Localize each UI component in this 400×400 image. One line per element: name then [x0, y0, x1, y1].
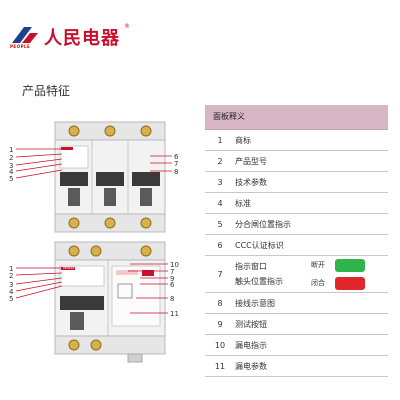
- callout-b1: 1: [9, 265, 13, 273]
- row-text: CCC认证标识: [235, 240, 284, 250]
- section-title: 产品特征: [22, 84, 71, 98]
- callout-4: 4: [9, 168, 14, 176]
- table-header: 面板释义: [205, 105, 388, 130]
- registered-mark: ®: [124, 23, 130, 30]
- row-text: 漏电参数: [235, 361, 267, 371]
- row-num: 6: [217, 240, 223, 250]
- row-text: 接线示意图: [235, 298, 275, 308]
- row-text: 漏电指示: [235, 340, 267, 350]
- device-brand: PEOPLE: [63, 266, 75, 270]
- callout-b11: 11: [170, 310, 179, 318]
- breaker-illustration: 1 2 3 4 5 6 7 8 PEOPLE: [9, 121, 179, 363]
- bottom-breaker: PEOPLE: [54, 241, 166, 363]
- table-row: 1 商标: [205, 130, 388, 151]
- row-text: 技术参数: [235, 177, 267, 187]
- table-row: 8 接线示意图: [205, 293, 388, 314]
- row-text: 标准: [235, 198, 251, 208]
- on-label: 闭合: [311, 279, 325, 287]
- callout-b2: 2: [9, 272, 13, 280]
- callout-7: 7: [174, 160, 178, 168]
- panel-legend-table: 面板释义 1 商标 2 产品型号 3 技术参数 4 标准 5 分合闸位置指示 6 CCC认证…: [205, 105, 388, 377]
- callout-b9: 9: [170, 275, 174, 283]
- callout-2: 2: [9, 154, 13, 162]
- row-text-window: 指示窗口: [235, 262, 267, 271]
- row-num: 1: [217, 135, 223, 145]
- callout-b8: 8: [170, 295, 174, 303]
- table-row: 11 漏电参数: [205, 356, 388, 377]
- row-num: 2: [217, 156, 223, 166]
- table-row: 9 测试按钮: [205, 314, 388, 335]
- row-num: 5: [217, 219, 223, 229]
- row-text: 产品型号: [235, 156, 267, 166]
- table-row: 2 产品型号: [205, 151, 388, 172]
- on-indicator-swatch: [335, 276, 365, 290]
- row-text-contact: 触头位置指示: [235, 277, 283, 286]
- brand-name: 人民电器: [44, 28, 120, 49]
- callout-8: 8: [174, 168, 178, 176]
- callout-5: 5: [9, 175, 13, 183]
- callout-b5: 5: [9, 295, 13, 303]
- row-num: 4: [217, 198, 223, 208]
- row-num: 11: [214, 361, 226, 371]
- row-num: 9: [217, 319, 223, 329]
- brand-en: PEOPLE: [10, 44, 31, 49]
- table-row: 10 漏电指示: [205, 335, 388, 356]
- brand-logo-icon: [12, 27, 38, 43]
- callout-b4: 4: [9, 288, 14, 296]
- row-num: 7: [217, 269, 223, 279]
- table-row: 5 分合闸位置指示: [205, 214, 388, 235]
- callout-3: 3: [9, 162, 13, 170]
- top-breaker: [54, 121, 166, 233]
- callout-b6: 6: [170, 281, 175, 289]
- row-num: 8: [217, 298, 223, 308]
- row-text: 商标: [235, 135, 251, 145]
- row-text: 分合闸位置指示: [235, 219, 291, 229]
- off-indicator-swatch: [335, 258, 365, 272]
- callout-1: 1: [9, 146, 13, 154]
- callout-b7: 7: [170, 268, 174, 276]
- off-label: 断开: [311, 261, 325, 269]
- table-row: 3 技术参数: [205, 172, 388, 193]
- breaker-diagram: 1 2 3 4 5 6 7 8 PEOPLE: [0, 118, 200, 398]
- row-num: 3: [217, 177, 223, 187]
- callout-6: 6: [174, 153, 179, 161]
- callout-b10: 10: [170, 261, 179, 269]
- table-row: 6 CCC认证标识: [205, 235, 388, 256]
- table-row: 4 标准: [205, 193, 388, 214]
- row-num: 10: [214, 340, 226, 350]
- row-text: 测试按钮: [235, 319, 267, 329]
- table-row-indicator: 7 指示窗口 触头位置指示 断开 闭合: [205, 256, 388, 293]
- callout-b3: 3: [9, 281, 13, 289]
- page-header: PEOPLE 人民电器 ® 产品特征: [0, 0, 400, 98]
